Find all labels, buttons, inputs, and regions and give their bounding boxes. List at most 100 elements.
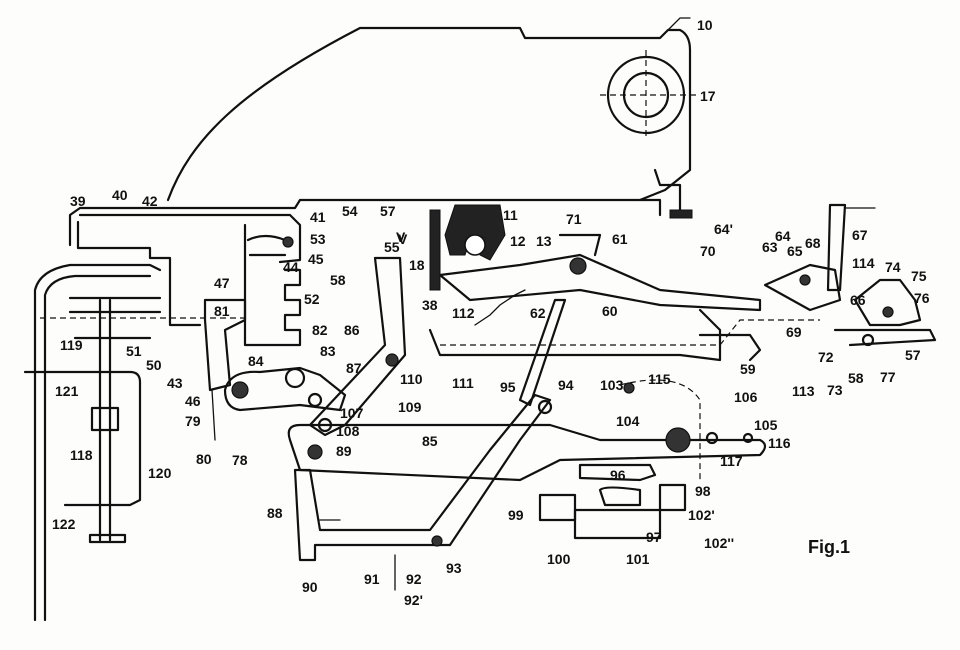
reference-label: 64 [775,228,791,244]
reference-label: 10 [697,17,713,33]
reference-label: 39 [70,193,86,209]
axle-12 [464,234,486,256]
reference-label: 47 [214,275,230,291]
pivot-94 [537,399,553,415]
dashed-path-58 [440,319,820,346]
reference-label: 112 [452,305,475,321]
spindle-discs [68,296,162,340]
reference-label: 75 [911,268,927,284]
spindle-118 [98,298,112,542]
reference-label: 85 [422,433,438,449]
reference-label: 55 [384,239,400,255]
pivot-116 [742,432,754,444]
figure-caption: Fig.1 [808,537,850,557]
reference-label: 71 [566,211,582,227]
reference-label: 18 [409,257,425,273]
reference-label: V [398,231,408,247]
reference-label: 115 [648,371,671,387]
reference-label: 41 [310,209,326,225]
lug-hatch [669,209,693,219]
reference-label: 73 [827,382,843,398]
lever-95 [518,298,567,407]
lever-81 [203,298,247,392]
pivot-104 [665,427,691,453]
reference-label: 69 [786,324,802,340]
reference-label: 116 [768,435,791,451]
shaft-17-centerline [600,50,700,140]
reference-label: 119 [60,337,83,353]
plate-42 [78,213,302,264]
slide-111 [428,308,722,362]
spring-80 [211,389,216,441]
reference-label: 57 [380,203,396,219]
reference-label: 99 [508,507,524,523]
reference-label: 101 [626,551,650,567]
housing-leader [667,17,691,31]
reference-label: 122 [52,516,76,532]
comb-52 [243,223,302,347]
link-109 [308,256,407,437]
reference-label: 109 [398,399,422,415]
reference-label: 100 [547,551,571,567]
reference-label: 105 [754,417,778,433]
reference-label: 74 [885,259,901,275]
type-head-11 [444,204,506,261]
pivot-76 [882,306,894,318]
reference-label: 104 [616,413,640,429]
lever-60 [438,253,762,312]
part-98 [578,463,657,482]
reference-label: 57 [905,347,921,363]
slide-bar [76,220,202,327]
reference-label: 42 [142,193,158,209]
reference-label: 70 [700,243,716,259]
reference-label: 102'' [704,535,734,551]
reference-label: 93 [446,560,462,576]
reference-label: 44 [283,259,299,275]
reference-label: 65 [787,243,803,259]
pivot-103 [623,382,635,394]
reference-label: 40 [112,187,128,203]
reference-label: 11 [503,207,518,223]
reference-label: 96 [610,467,626,483]
reference-label: 58 [330,272,346,288]
reference-label: 54 [342,203,358,219]
pivot-78 [231,381,249,399]
reference-label: 108 [336,423,360,439]
reference-label: 53 [310,231,326,247]
reference-label: 51 [126,343,142,359]
roller-77 [861,333,875,347]
reference-label: 38 [422,297,438,313]
reference-label: 102' [688,507,715,523]
reference-label: V [396,229,406,245]
reference-label: 91 [364,571,380,587]
reference-label: 113 [792,383,815,399]
slot-45 [246,234,287,257]
slide-59 [698,333,762,362]
reference-label: 62 [530,305,546,321]
spindle-foot [88,533,127,544]
reference-label: 120 [148,465,172,481]
reference-label: 12 [510,233,526,249]
block-102p [658,483,687,512]
dashed-cam-115 [619,379,701,480]
pivot-65 [799,274,811,286]
bracket-71 [558,233,602,257]
top-plate [68,198,662,247]
reference-label: 87 [346,360,362,376]
pivot-110 [385,353,399,367]
reference-label: 67 [852,227,868,243]
reference-label: 82 [312,322,328,338]
reference-label: 98 [695,483,711,499]
reference-label: 77 [880,369,896,385]
reference-label: 111 [452,375,474,391]
reference-label: 88 [267,505,283,521]
rail-57 [833,328,937,347]
housing-outline [166,26,692,202]
reference-label: 43 [167,375,183,391]
left-frame [33,263,162,622]
reference-label: 66 [850,292,866,308]
reference-label: 64' [714,221,733,237]
reference-label: 45 [308,251,324,267]
